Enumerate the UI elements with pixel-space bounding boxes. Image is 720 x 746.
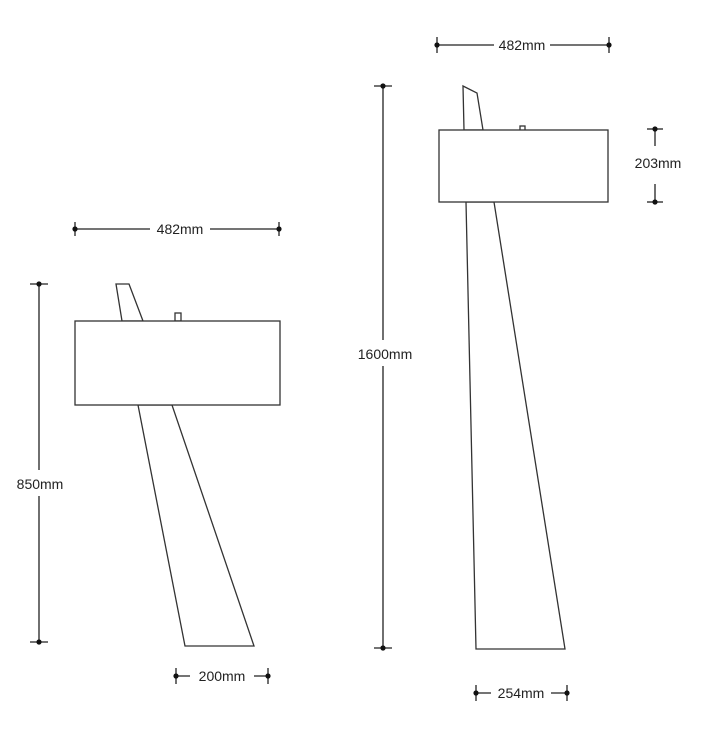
floor-lamp [438,84,609,650]
floor-lamp-height-dimension: 1600mm [350,83,418,651]
floor-lamp-stem [465,201,566,650]
floor-lamp-base-dimension: 254mm [473,684,570,702]
table-lamp-base-dimension: 200mm [173,666,271,686]
floor-lamp-shade-width-label: 482mm [499,37,546,53]
floor-lamp-arm [462,84,484,131]
table-lamp [74,283,281,647]
table-lamp-width-dimension: 482mm [72,220,282,238]
floor-lamp-height-label: 1600mm [358,346,412,362]
table-lamp-height-dimension: 850mm [8,281,72,645]
table-lamp-base-width-label: 200mm [199,668,246,684]
floor-lamp-shade-height-dimension: 203mm [635,126,682,205]
floor-lamp-shade [438,129,609,203]
table-lamp-arm [115,283,144,322]
table-lamp-height-label: 850mm [17,476,64,492]
floor-lamp-base-width-label: 254mm [498,685,545,701]
floor-lamp-shade-height-label: 203mm [635,155,682,171]
table-lamp-shade-width-label: 482mm [157,221,204,237]
floor-lamp-width-dimension: 482mm [434,36,612,54]
table-lamp-shade [74,320,281,406]
table-lamp-stem [137,404,255,647]
table-lamp-knob [174,312,182,322]
